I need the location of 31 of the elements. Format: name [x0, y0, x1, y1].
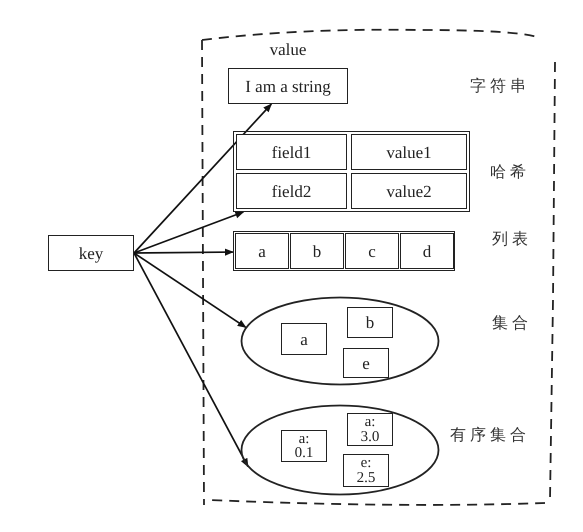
cell: field2 — [236, 173, 347, 209]
value-box: I am a string — [228, 68, 348, 104]
cell: e — [343, 348, 389, 378]
cell: a: 3.0 — [347, 413, 393, 446]
type-label: 有序集合 — [450, 425, 530, 446]
arrow — [133, 252, 249, 468]
arrow — [134, 248, 234, 256]
cell: a: 0.1 — [281, 430, 327, 462]
set-ellipse — [240, 404, 440, 496]
table-box — [233, 131, 470, 212]
cell: b — [347, 307, 393, 338]
arrow — [134, 211, 244, 254]
cell: d — [400, 233, 454, 269]
table-box — [233, 231, 455, 271]
arrow — [134, 252, 247, 328]
type-label: 哈希 — [490, 162, 530, 183]
cell: field1 — [236, 134, 347, 170]
key-box: key — [48, 235, 134, 271]
heading-label: value — [268, 40, 308, 60]
cell: value1 — [351, 134, 467, 170]
set-ellipse — [240, 296, 440, 386]
arrow — [133, 103, 272, 254]
type-label: 集合 — [492, 313, 532, 334]
cell: value2 — [351, 173, 467, 209]
cell: c — [345, 233, 399, 269]
type-label: 列表 — [492, 229, 532, 250]
cell: b — [290, 233, 344, 269]
cell: a — [235, 233, 289, 269]
cell: a — [281, 323, 327, 355]
type-label: 字符串 — [470, 76, 530, 97]
cell: e: 2.5 — [343, 454, 389, 487]
